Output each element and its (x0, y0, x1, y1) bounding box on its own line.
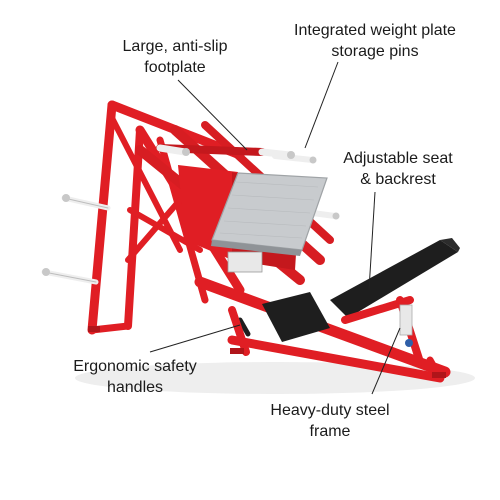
storage-pins-label: Integrated weight plate storage pins (275, 20, 475, 62)
backrest-frame (341, 296, 414, 324)
frame-label: Heavy-duty steel frame (245, 400, 415, 442)
footplate-edge (211, 240, 302, 256)
footplate-texture (219, 181, 319, 239)
leader-lines (149, 61, 401, 395)
leader-seat (368, 191, 376, 291)
seat-label-line2: & backrest (360, 171, 436, 188)
seat-and-backrest (262, 238, 460, 342)
adjustment-pin (405, 339, 413, 347)
seat-label: Adjustable seat & backrest (318, 148, 478, 190)
frame-feet (88, 326, 446, 378)
backrest-pad (330, 240, 458, 318)
footplate-label-line2: footplate (144, 59, 206, 76)
leader-frame (371, 327, 401, 395)
frame-label-line1: Heavy-duty steel (270, 402, 390, 419)
pin-end-caps (42, 148, 340, 276)
leader-footplate (177, 79, 248, 151)
seat-pad (262, 292, 330, 342)
storage-pins-label-line2: storage pins (331, 43, 419, 60)
backrest-top (440, 238, 460, 252)
frame-label-line2: frame (309, 423, 351, 440)
handles-label-line1: Ergonomic safety (73, 358, 197, 375)
leader-handles (149, 324, 241, 353)
storage-pins-label-line1: Integrated weight plate (294, 22, 456, 39)
handles-label: Ergonomic safety handles (50, 356, 220, 398)
seat-label-line1: Adjustable seat (343, 150, 453, 167)
adjustment-post (399, 304, 413, 336)
handles-label-line2: handles (106, 379, 164, 396)
footplate-label-line1: Large, anti-slip (122, 38, 228, 55)
footplate-label: Large, anti-slip footplate (110, 36, 240, 78)
sled-bracket (227, 251, 263, 273)
leader-storage-pins (304, 61, 339, 149)
